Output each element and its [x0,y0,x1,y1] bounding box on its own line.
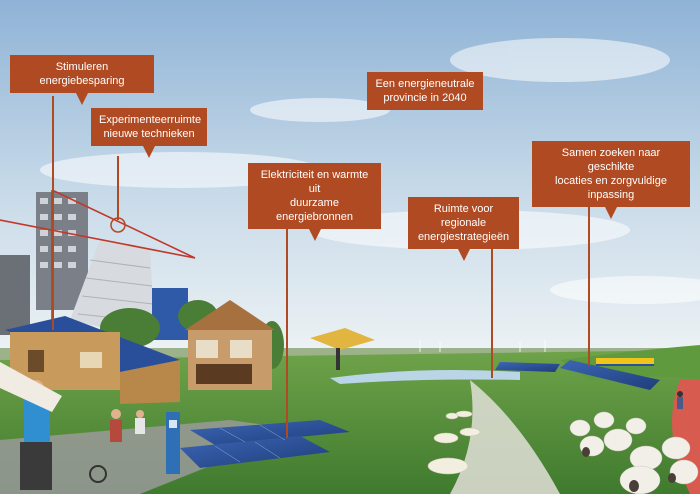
callout-sustainable-sources: Elektriciteit en warmte uit duurzame ene… [248,163,381,241]
callout-pin [491,244,493,378]
flower-heads [427,410,481,475]
callout-energy-saving: Stimuleren energiebesparing [10,55,154,105]
timber-house [185,300,275,390]
callout-pin [588,190,590,366]
solar-canopy [310,328,375,370]
wildflower-strip [450,380,560,494]
solar-field-right [495,360,660,390]
callout-suitable-locations: Samen zoeken naar geschikte locaties en … [532,141,690,219]
canal [330,370,520,384]
sheep-flock [569,411,699,494]
callout-regional-strategies: Ruimte voor regionale energiestrategieën [408,197,519,261]
train [596,358,654,366]
solar-array-foreground [180,420,350,468]
callout-pin [286,212,288,438]
charging-pole [166,412,180,474]
people [0,362,683,490]
callout-experimentation-space: Experimenteerruimte nieuwe technieken [91,108,207,158]
callout-pin [52,96,54,330]
callout-energy-neutral-province: Een energieneutrale provincie in 2040 [367,72,483,110]
sheep-heads [582,447,676,492]
distant-turbines [419,340,546,352]
callout-pin [117,156,119,220]
